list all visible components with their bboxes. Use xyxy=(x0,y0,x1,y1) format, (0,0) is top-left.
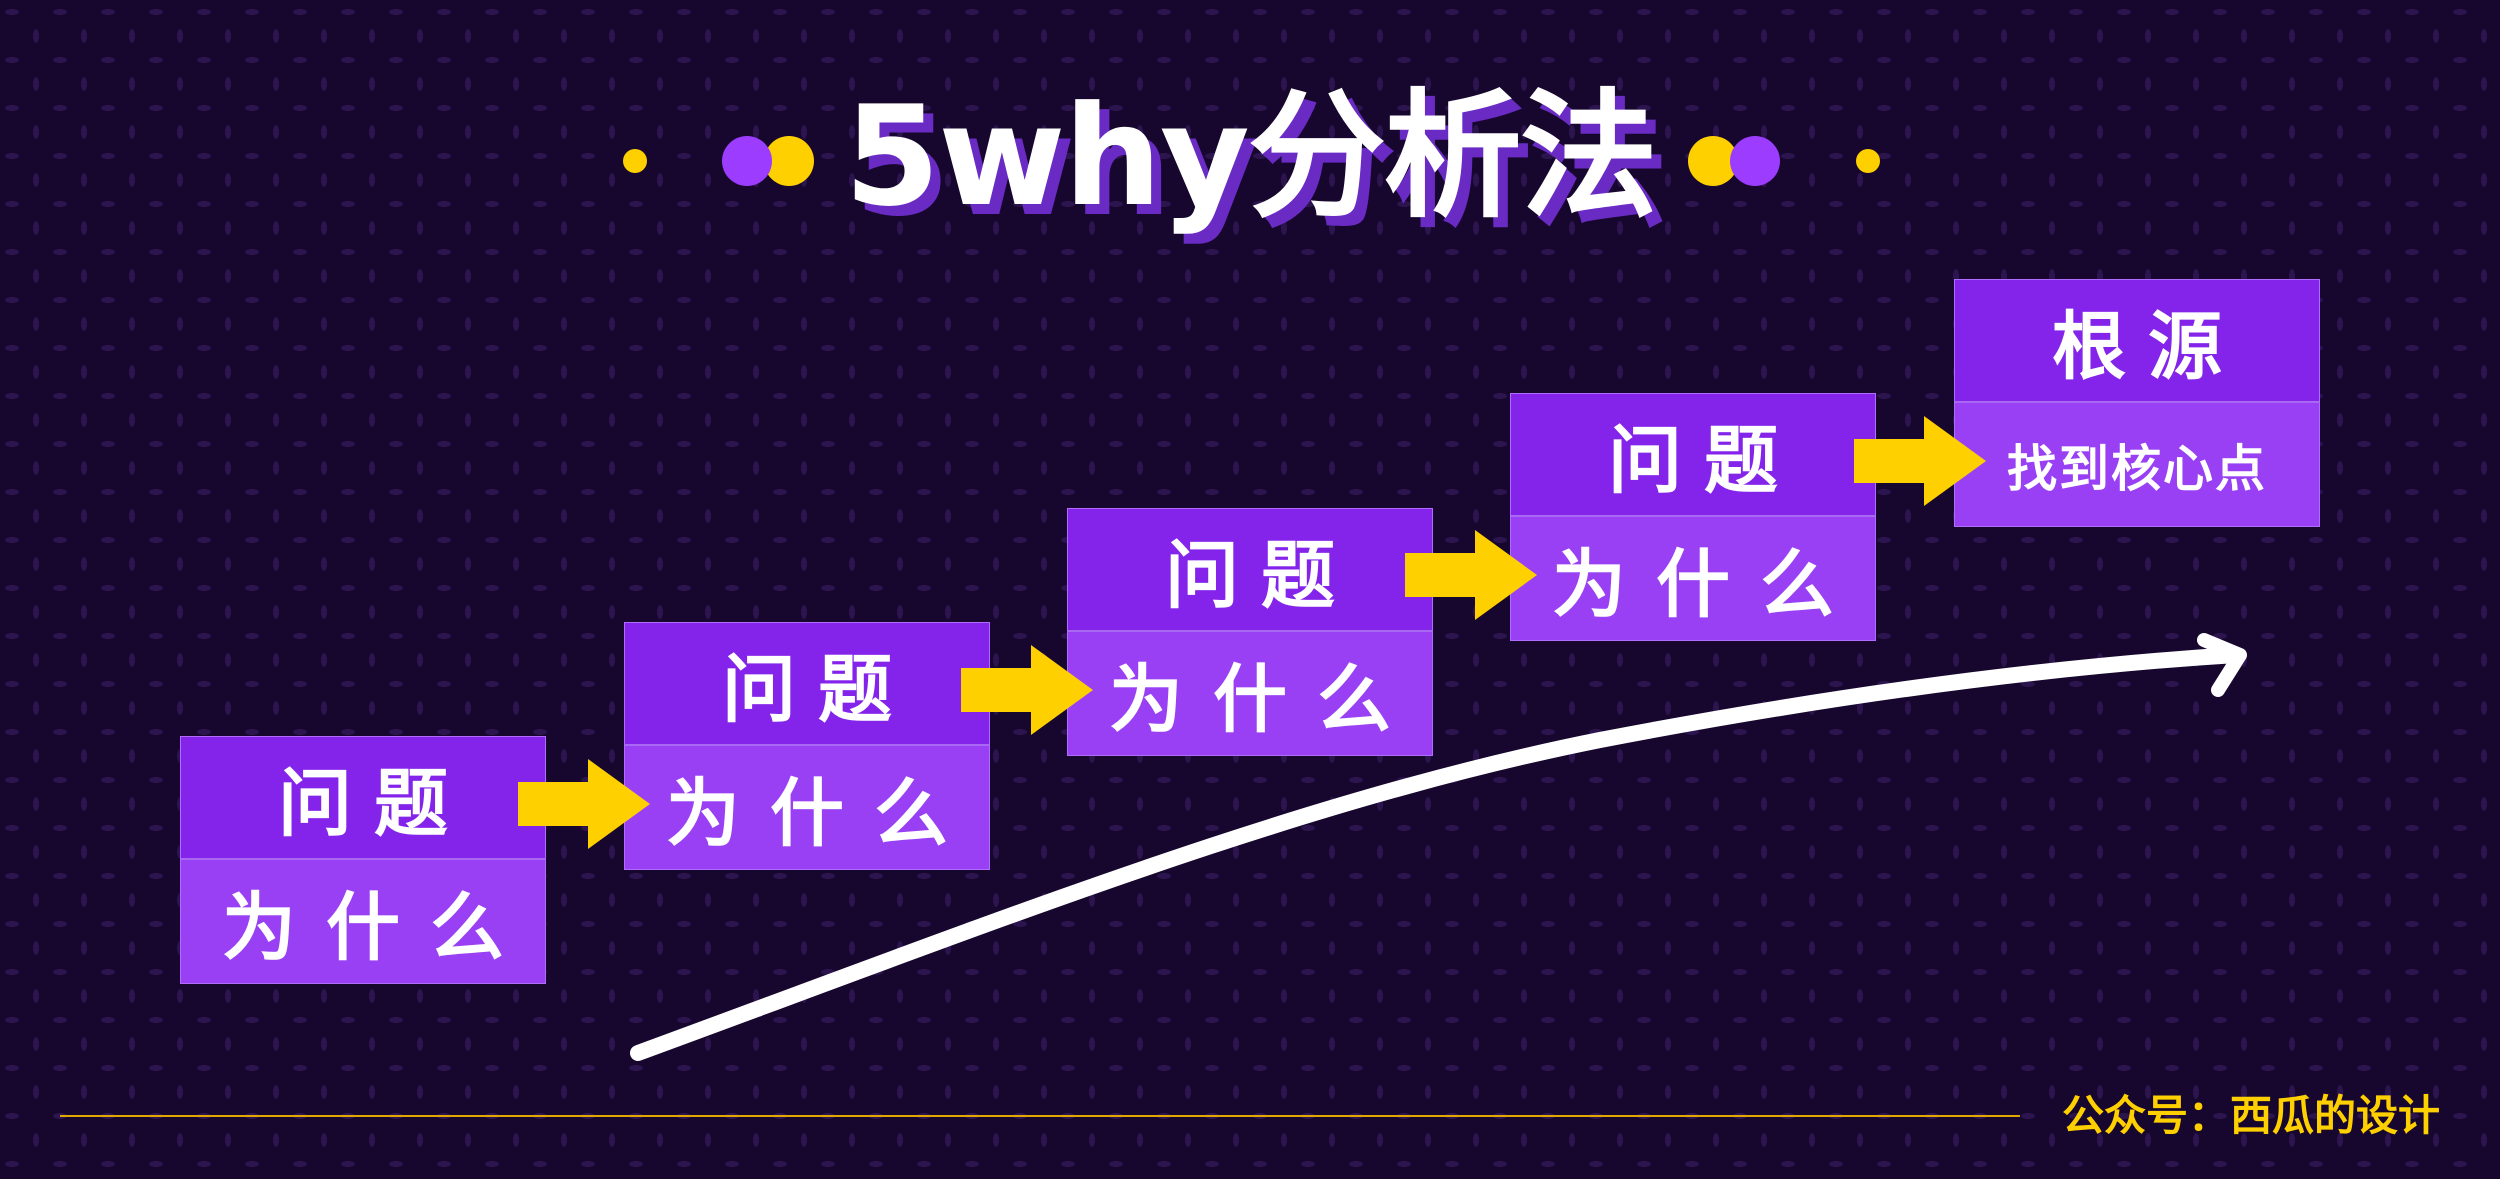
step-1-why: 为什么 xyxy=(181,860,545,983)
title-dot-left-purple xyxy=(722,136,772,186)
step-2-question: 问题 xyxy=(625,623,989,746)
arrow-right-icon xyxy=(961,645,1093,735)
step-4-why: 为什么 xyxy=(1511,517,1875,640)
step-box-2: 问题 为什么 xyxy=(624,622,990,870)
title-dot-right-purple xyxy=(1730,136,1780,186)
arrow-right-icon xyxy=(1854,416,1986,506)
arrow-right-icon xyxy=(518,759,650,849)
step-3-question: 问题 xyxy=(1068,509,1432,632)
step-1-question: 问题 xyxy=(181,737,545,860)
step-box-3: 问题 为什么 xyxy=(1067,508,1433,756)
footer-credit: 公众号：西瓜的设计 xyxy=(2062,1091,2441,1140)
footer-divider xyxy=(60,1115,2020,1117)
arrow-right-icon xyxy=(1405,530,1537,620)
step-4-question: 问题 xyxy=(1511,394,1875,517)
root-cause-label: 根源 xyxy=(1955,280,2319,403)
step-2-why: 为什么 xyxy=(625,746,989,869)
title-dot-right-yellow xyxy=(1688,136,1738,186)
step-3-why: 为什么 xyxy=(1068,632,1432,755)
page-title: 5why分析法 xyxy=(844,76,1658,237)
root-cause-detail: 找到核心点 xyxy=(1955,403,2319,526)
step-box-4: 问题 为什么 xyxy=(1510,393,1876,641)
title-dot-left-small xyxy=(623,149,647,173)
step-box-1: 问题 为什么 xyxy=(180,736,546,984)
title-dot-left-yellow xyxy=(764,136,814,186)
step-box-root: 根源 找到核心点 xyxy=(1954,279,2320,527)
title-dot-right-small xyxy=(1856,149,1880,173)
